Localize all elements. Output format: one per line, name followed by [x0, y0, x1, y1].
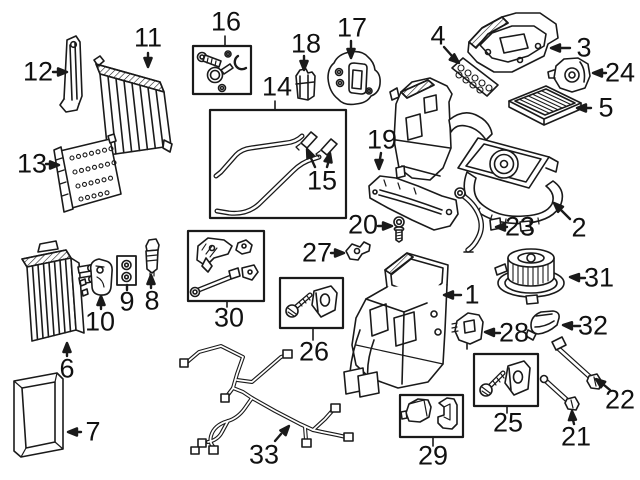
- callout-22[interactable]: 22: [604, 384, 636, 415]
- group-box-16: [191, 35, 253, 96]
- callout-18[interactable]: 18: [290, 28, 322, 59]
- arrow-17: [346, 39, 356, 60]
- part-29-drawing: [400, 397, 458, 430]
- callout-7[interactable]: 7: [85, 416, 101, 447]
- part-24-drawing: [547, 57, 591, 93]
- callout-11[interactable]: 11: [133, 22, 163, 53]
- callout-arrows: [44, 39, 612, 443]
- arrow-31: [568, 272, 587, 283]
- part-25-drawing: [479, 360, 531, 397]
- arrow-12: [51, 67, 69, 77]
- callout-33[interactable]: 33: [248, 439, 280, 470]
- callout-10[interactable]: 10: [84, 306, 116, 337]
- arrow-32: [561, 321, 582, 331]
- part-31-drawing: [494, 248, 565, 305]
- part-28-drawing: [451, 312, 484, 350]
- callout-29[interactable]: 29: [417, 440, 449, 471]
- arrow-18: [299, 54, 309, 72]
- arrow-19: [374, 151, 384, 171]
- part-32-drawing: [525, 310, 560, 341]
- arrow-24: [591, 68, 608, 78]
- arrow-27: [329, 248, 346, 258]
- arrow-2: [552, 201, 572, 221]
- group-box-26: [278, 276, 345, 341]
- arrow-13: [44, 160, 61, 170]
- arrow-23: [494, 222, 509, 232]
- arrow-3: [549, 43, 572, 53]
- part-33-harness-drawing: [179, 344, 354, 455]
- callout-6[interactable]: 6: [59, 353, 75, 384]
- part-21-drawing: [539, 374, 580, 411]
- part-26-drawing: [285, 285, 338, 318]
- part-1-case-drawing: [343, 252, 449, 398]
- part-13-drawing: [53, 133, 122, 213]
- arrow-5: [575, 103, 593, 113]
- callout-27[interactable]: 27: [301, 237, 333, 268]
- arrow-4: [442, 45, 461, 65]
- group-box-25: [472, 352, 540, 414]
- callout-31[interactable]: 31: [583, 262, 615, 293]
- arrow-8: [146, 273, 156, 290]
- part-15-fittings-drawing: [295, 131, 338, 158]
- part-10-drawing: [79, 258, 113, 297]
- callout-12[interactable]: 12: [22, 56, 54, 87]
- callout-3[interactable]: 3: [576, 32, 592, 63]
- arrow-22: [594, 377, 612, 392]
- callout-28[interactable]: 28: [498, 317, 530, 348]
- part-17-drawing: [327, 50, 381, 106]
- arrow-7: [66, 427, 83, 437]
- callout-1[interactable]: 1: [464, 279, 480, 310]
- group-box-29: [398, 393, 465, 447]
- callout-32[interactable]: 32: [577, 310, 609, 341]
- callout-25[interactable]: 25: [492, 407, 524, 438]
- part-23-drawing: [454, 187, 484, 253]
- part-22-drawing: [551, 336, 603, 390]
- callout-20[interactable]: 20: [347, 209, 379, 240]
- group-box-30: [186, 229, 266, 308]
- callout-5[interactable]: 5: [598, 92, 614, 123]
- arrow-10: [96, 294, 106, 311]
- part-8-drawing: [145, 238, 160, 278]
- part-9-drawing: [116, 255, 137, 286]
- callout-24[interactable]: 24: [604, 57, 636, 88]
- part-7-drawing: [13, 372, 64, 458]
- part-5-drawing: [508, 85, 582, 126]
- callout-15[interactable]: 15: [306, 165, 338, 196]
- callout-16[interactable]: 16: [210, 6, 242, 37]
- callout-14[interactable]: 14: [261, 71, 293, 102]
- callout-9[interactable]: 9: [119, 286, 135, 317]
- arrow-20: [376, 221, 394, 231]
- arrow-1: [442, 290, 463, 300]
- part-30-drawing: [189, 237, 259, 298]
- part-12-drawing: [59, 35, 83, 113]
- callout-19[interactable]: 19: [366, 124, 398, 155]
- arrow-6: [62, 341, 72, 358]
- callout-2[interactable]: 2: [571, 212, 587, 243]
- arrow-21: [567, 409, 578, 426]
- arrow-15a: [305, 147, 317, 169]
- callout-13[interactable]: 13: [16, 148, 48, 179]
- callout-23[interactable]: 23: [504, 211, 536, 242]
- arrow-33: [273, 424, 291, 443]
- part-14-hoses-drawing: [213, 133, 322, 216]
- part-3-drawing: [467, 12, 559, 73]
- part-16-drawing: [196, 50, 248, 93]
- callout-21[interactable]: 21: [560, 421, 592, 452]
- arrow-28: [483, 327, 502, 338]
- group-box-14: [208, 100, 348, 220]
- part-27-drawing: [345, 241, 371, 261]
- callout-26[interactable]: 26: [298, 336, 330, 367]
- part-20-drawing: [393, 216, 405, 243]
- callout-4[interactable]: 4: [430, 20, 446, 51]
- part-18-drawing: [295, 68, 316, 101]
- part-2-housing-drawing: [389, 77, 564, 232]
- part-6-drawing: [21, 240, 97, 342]
- arrow-11: [143, 51, 153, 69]
- part-19-drawing: [368, 175, 459, 231]
- callout-8[interactable]: 8: [144, 285, 160, 316]
- callout-30[interactable]: 30: [213, 302, 245, 333]
- arrow-15b: [323, 151, 333, 169]
- callout-17[interactable]: 17: [336, 12, 368, 43]
